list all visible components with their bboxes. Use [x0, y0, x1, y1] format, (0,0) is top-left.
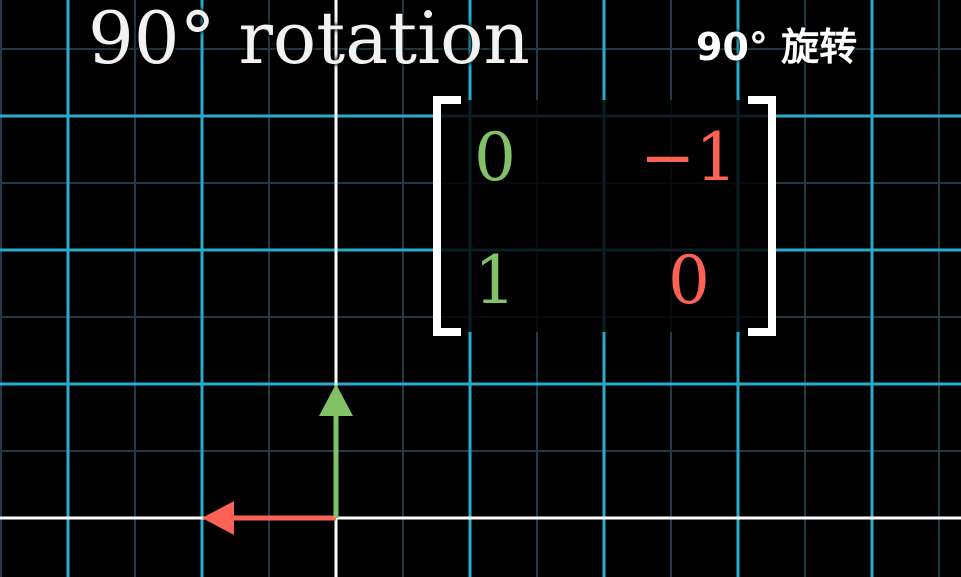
- title: 90° rotation: [88, 0, 530, 80]
- matrix-entry-r1c1: 0: [474, 119, 516, 196]
- matrix-right-bracket: [748, 96, 776, 336]
- j-hat-vector-arrowhead: [319, 384, 353, 416]
- matrix-entry-r1c2: −1: [640, 119, 738, 196]
- subtitle: 90° 旋转: [696, 25, 858, 69]
- matrix-entry-r2c2: 0: [668, 242, 710, 319]
- vectors: [202, 384, 353, 535]
- i-hat-vector-arrowhead: [202, 501, 234, 535]
- matrix-left-bracket: [433, 96, 461, 336]
- matrix-entry-r2c1: 1: [474, 242, 516, 319]
- matrix-background: [440, 100, 770, 332]
